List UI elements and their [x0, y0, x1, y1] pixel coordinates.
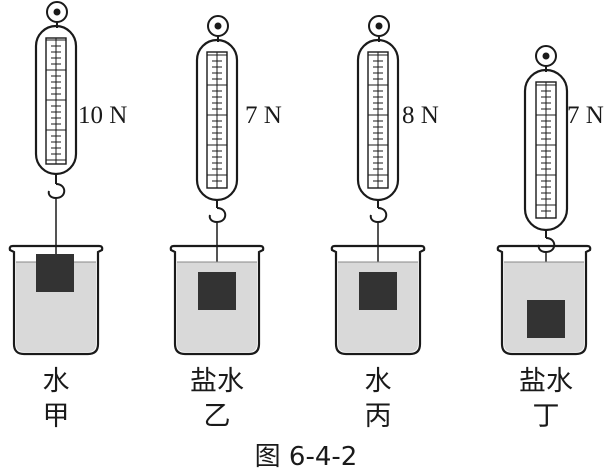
liquid-label-bing: 水	[365, 366, 392, 397]
spring-scale-bing	[356, 15, 400, 224]
figure-caption: 图 6-4-2	[255, 442, 358, 472]
metal-block-ding	[527, 300, 565, 338]
metal-block-jia	[36, 254, 74, 292]
scale-reading-bing: 8 N	[402, 102, 439, 129]
setup-name-yi: 乙	[204, 401, 231, 432]
liquid-label-jia: 水	[43, 366, 70, 397]
metal-block-bing	[359, 272, 397, 310]
setup-name-jia: 甲	[43, 401, 70, 432]
setup-name-ding: 丁	[533, 401, 560, 432]
scale-reading-ding: 7 N	[567, 102, 604, 129]
setup-jia: 10 N 水 甲	[8, 1, 127, 432]
setup-yi: 7 N 盐水 乙	[169, 15, 282, 432]
setup-name-bing: 丙	[365, 401, 392, 432]
scale-reading-yi: 7 N	[245, 102, 282, 129]
setup-ding: 7 N 盐水 丁	[496, 45, 604, 432]
spring-scale-ding	[523, 45, 569, 254]
metal-block-yi	[198, 272, 236, 310]
liquid-label-ding: 盐水	[519, 366, 573, 397]
spring-scale-yi	[195, 15, 239, 224]
scale-reading-jia: 10 N	[78, 102, 127, 129]
setup-bing: 8 N 水 丙	[330, 15, 439, 432]
liquid-label-yi: 盐水	[190, 366, 244, 397]
spring-scale-jia	[34, 1, 78, 200]
